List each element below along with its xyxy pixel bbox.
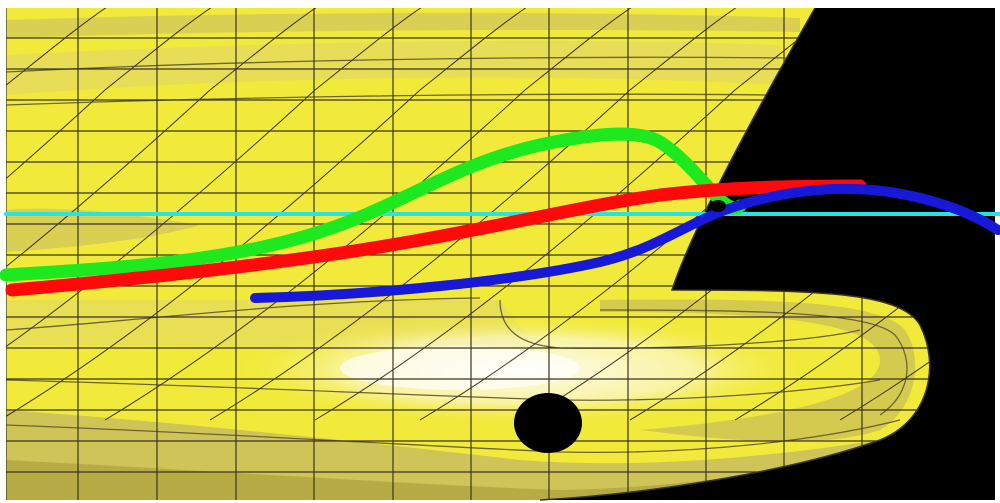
diagonal-frame-line	[6, 8, 321, 421]
red-curve	[5, 179, 867, 297]
diagonal-frame-line	[6, 8, 216, 421]
contour-lines	[6, 56, 908, 454]
diagonal-frame-line	[6, 8, 531, 421]
shade-band-upper	[6, 12, 800, 38]
stern-void	[540, 8, 995, 500]
diagonal-lines	[6, 8, 930, 421]
flow-curves	[0, 127, 1000, 303]
diagonal-frame-line	[6, 8, 111, 421]
blue-curve	[250, 183, 1000, 303]
shade-band-left	[6, 208, 200, 252]
diagonal-frame-line	[104, 8, 636, 421]
shaft-opening	[514, 393, 582, 453]
shade-bulb-edge	[600, 299, 916, 442]
diagonal-frame-line	[734, 8, 930, 421]
intersection-marker	[710, 200, 726, 212]
surface-highlight-core	[340, 346, 580, 390]
diagonal-frame-line	[629, 8, 930, 421]
diagonal-frame-line	[209, 8, 741, 421]
diagonal-frame-line	[6, 8, 426, 421]
